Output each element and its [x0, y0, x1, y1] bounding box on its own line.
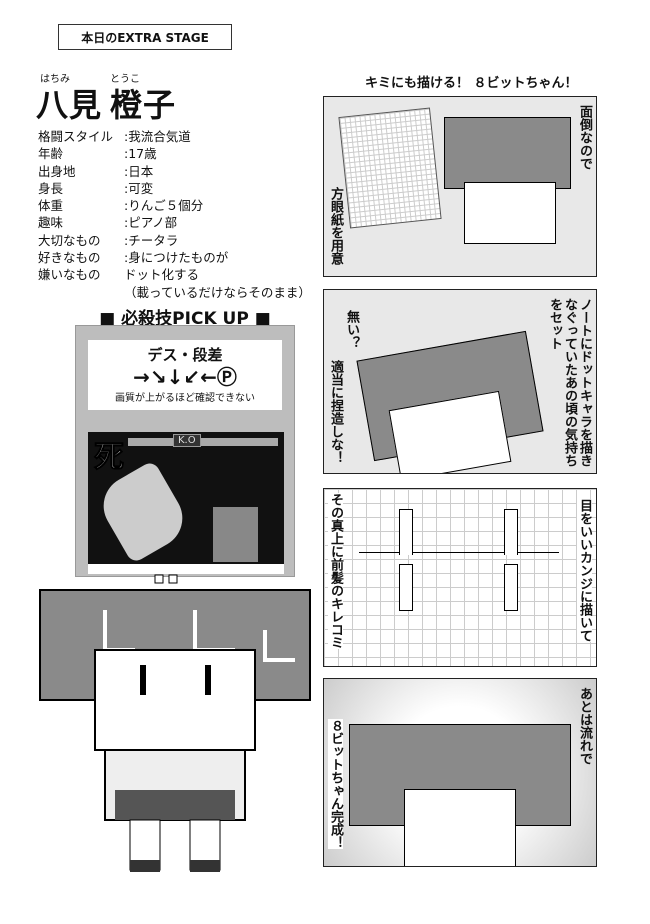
panel-3-text-1: 目をいいカンジに描いて [577, 499, 592, 642]
given-name: 橙子 [110, 86, 177, 124]
ruby-family: はちみ [40, 74, 70, 85]
profile-row: （載っているだけならそのまま） [38, 284, 311, 301]
ko-label: K.O [173, 434, 201, 447]
bangs-cut-left [399, 509, 413, 555]
health-bar [128, 438, 278, 446]
character-face [464, 182, 556, 244]
profile-row: 格闘スタイル :我流合気道 [38, 128, 311, 145]
comic-title: キミにも描ける！ ８ビットちゃん！ [365, 76, 578, 91]
profile-value: （載っているだけならそのまま） [124, 284, 311, 300]
panel-1-text-2: 方眼紙を用意 [328, 187, 343, 265]
panel-3: 目をいいカンジに描いて その真上に前髪のキレコミ [323, 488, 597, 667]
profile-value: :日本 [124, 163, 154, 179]
command-input: →↘↓↙←Ⓟ [133, 365, 237, 389]
special-move-box: デス・段差 →↘↓↙←Ⓟ 画質が上がるほど確認できない K.O 死 [75, 325, 295, 577]
profile-row: 身長 :可変 [38, 180, 311, 197]
bangs-cut-right [504, 509, 518, 555]
pixel-character-illustration [39, 574, 311, 872]
profile-key: 嫌いなもの [38, 267, 101, 283]
panel-2: ノートにドットキャラを描きなぐっていたあの頃の気持ちをセット 無い？ 適当に捏造… [323, 289, 597, 474]
panel-2-text-2: 無い？ [344, 310, 359, 349]
eye-left [399, 564, 413, 611]
panel-2-text-1: ノートにドットキャラを描きなぐっていたあの頃の気持ちをセット [547, 298, 592, 467]
profile-key: 好きなもの [38, 250, 101, 266]
profile-key: 出身地 [38, 163, 76, 179]
profile-value: :りんご５個分 [124, 198, 204, 214]
profile-value: ドット化する [124, 267, 200, 283]
profile-row: 趣味 :ピアノ部 [38, 214, 311, 231]
ruby-given: とうこ [110, 74, 140, 85]
profile-list: 格闘スタイル:我流合気道年齢:17歳出身地:日本身長:可変体重:りんご５個分趣味… [38, 128, 311, 301]
panel-1: 面倒なので 方眼紙を用意 [323, 96, 597, 277]
profile-row: 年齢 :17歳 [38, 145, 311, 162]
panel-4-text-1: あとは流れで [577, 687, 592, 765]
profile-row: 体重 :りんご５個分 [38, 197, 311, 214]
eye-right [504, 564, 518, 611]
floor [88, 564, 284, 574]
profile-key: 大切なもの [38, 232, 101, 248]
profile-value: :身につけたものが [124, 250, 229, 266]
panel-4-text-2: ８ビットちゃん完成！ [328, 719, 343, 849]
profile-value: :チータラ [124, 232, 179, 248]
profile-value: :我流合気道 [124, 129, 191, 144]
profile-key: 体重 [38, 198, 64, 214]
graph-paper [338, 107, 442, 229]
profile-key: 趣味 [38, 215, 64, 231]
panel-1-text-1: 面倒なので [577, 105, 592, 170]
profile-key: 身長 [38, 180, 64, 196]
pickup-title: ■ 必殺技PICK UP ■ [99, 309, 271, 329]
move-name: デス・段差 [147, 346, 223, 364]
profile-value: :ピアノ部 [124, 215, 178, 231]
profile-key: 格闘スタイル [38, 129, 114, 144]
extra-stage-label: 本日のEXTRA STAGE [58, 24, 232, 50]
profile-key: 年齢 [38, 146, 64, 162]
move-note: 画質が上がるほど確認できない [115, 393, 255, 404]
bangs-line [359, 552, 559, 553]
command-card: デス・段差 →↘↓↙←Ⓟ 画質が上がるほど確認できない [88, 340, 282, 410]
profile-row: 好きなもの :身につけたものが [38, 249, 311, 266]
pixel-character-sprite [213, 507, 258, 562]
profile-row: 嫌いなもの ドット化する [38, 266, 311, 283]
profile-value: :可変 [124, 180, 154, 196]
character-hair [444, 117, 571, 189]
profile-value: :17歳 [124, 146, 157, 162]
character-face [404, 789, 516, 866]
death-kanji: 死 [94, 440, 125, 476]
game-screenshot: K.O 死 [88, 432, 284, 574]
profile-key [38, 284, 124, 301]
panel-2-text-3: 適当に捏造しな！ [328, 360, 343, 464]
panel-4: あとは流れで ８ビットちゃん完成！ [323, 678, 597, 867]
family-name: 八見 [36, 86, 103, 124]
profile-row: 出身地 :日本 [38, 163, 311, 180]
panel-3-text-2: その真上に前髪のキレコミ [328, 493, 343, 649]
profile-row: 大切なもの :チータラ [38, 232, 311, 249]
